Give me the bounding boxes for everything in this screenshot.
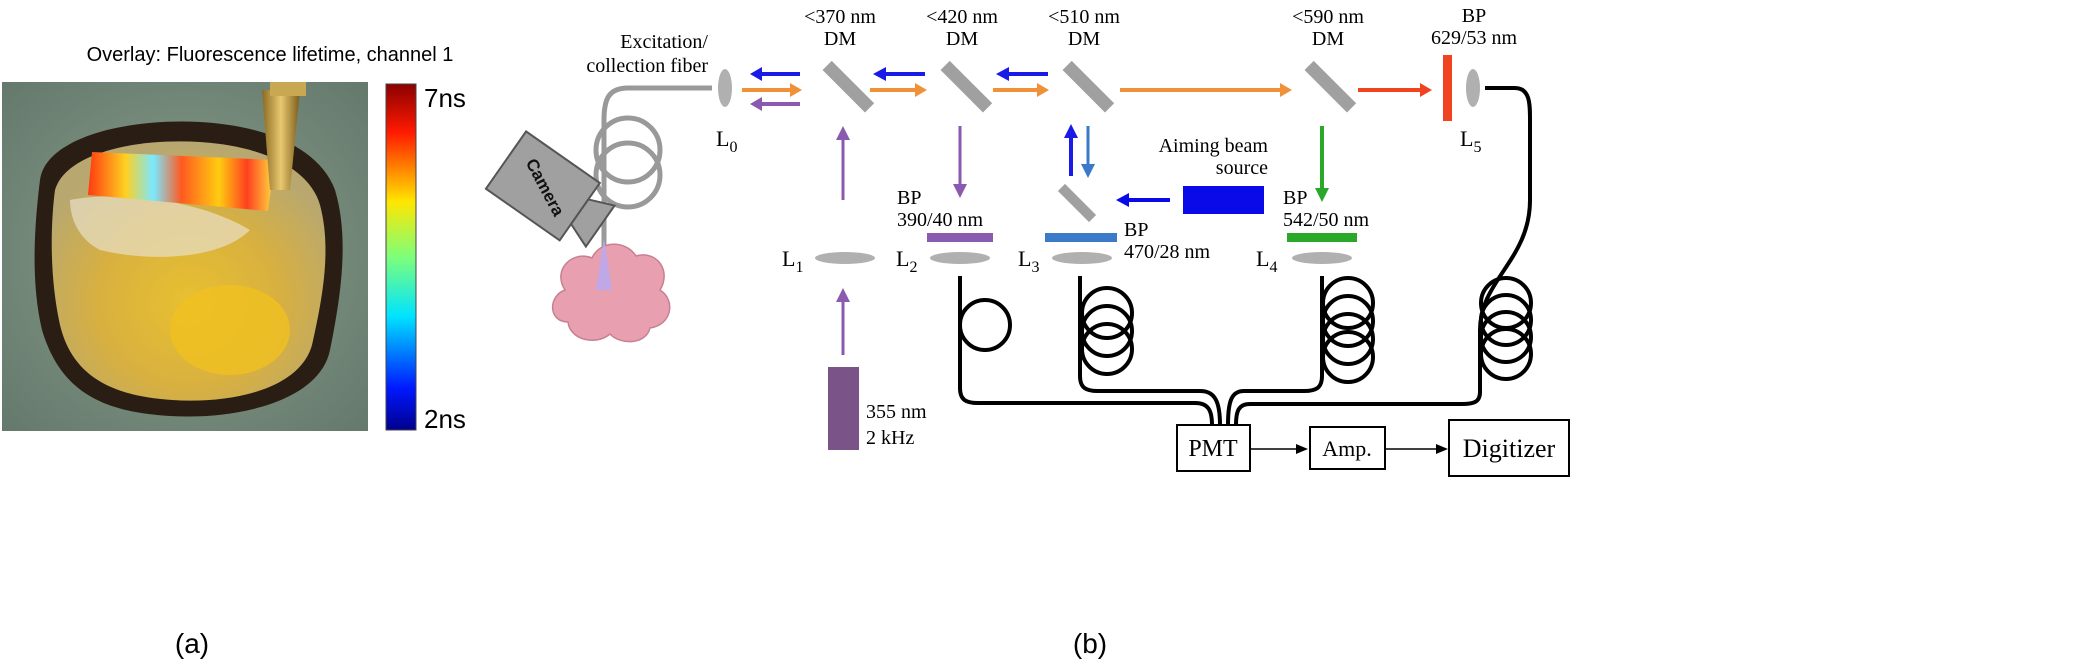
dm510-line1: <510 nm [1048, 6, 1120, 28]
dm370-line1: <370 nm [804, 6, 876, 28]
digitizer-box [1448, 419, 1570, 477]
digitizer-label: Digitizer [1463, 434, 1556, 463]
lens-l1 [815, 252, 875, 264]
dm420-line1: <420 nm [926, 6, 998, 28]
excitation-fiber [601, 85, 712, 252]
dm510-line2: DM [1068, 28, 1100, 50]
bp390-line2: 390/40 nm [897, 209, 984, 231]
lens-l4-label: L4 [1256, 246, 1277, 276]
lens-l0 [718, 69, 732, 107]
lens-l2-label: L2 [896, 246, 917, 276]
bp629-line1: BP [1462, 5, 1486, 27]
fiber-coil-2 [593, 140, 663, 210]
bp542-line1: BP [1283, 187, 1307, 209]
dm-510 [1062, 60, 1115, 113]
bp-542-filter [1287, 233, 1357, 242]
colorbar [385, 83, 417, 431]
lens-l4 [1292, 252, 1352, 264]
bp542-line2: 542/50 nm [1283, 209, 1370, 231]
lens-l5 [1466, 69, 1480, 107]
dm420-line2: DM [946, 28, 978, 50]
bp390-line1: BP [897, 187, 921, 209]
bp629-line2: 629/53 nm [1431, 27, 1518, 49]
aiming-beam-source [1183, 186, 1264, 214]
lens-l3 [1052, 252, 1112, 264]
camera [484, 130, 617, 249]
lens-l1-label: L1 [782, 246, 803, 276]
bp470-line2: 470/28 nm [1124, 241, 1211, 263]
laser-line2: 2 kHz [866, 427, 914, 449]
colorbar-max-label: 7ns [424, 83, 466, 113]
dm-590 [1304, 60, 1357, 113]
bp-470-filter [1045, 233, 1117, 242]
pmt-box [1176, 424, 1251, 472]
lens-l0-label: L0 [716, 126, 737, 156]
dm-370 [822, 60, 875, 113]
aiming-mirror [1057, 183, 1097, 223]
laser-355 [828, 367, 859, 450]
dm590-line2: DM [1312, 28, 1344, 50]
fiber-label-line1: Excitation/ [620, 31, 708, 53]
amp-to-digitizer-arrow [1436, 444, 1448, 454]
pmt-label: PMT [1188, 436, 1238, 462]
amp-label: Amp. [1322, 436, 1372, 461]
pmt-to-amp-arrow [1296, 444, 1308, 454]
fiber-label-line2: collection fiber [586, 55, 708, 77]
colorbar-min-label: 2ns [424, 404, 466, 434]
panel-b-caption: (b) [1073, 628, 1107, 659]
lens-l5-label: L5 [1460, 126, 1481, 156]
laser-line1: 355 nm [866, 401, 927, 423]
dm370-line2: DM [824, 28, 856, 50]
lens-l3-label: L3 [1018, 246, 1039, 276]
panel-a-caption: (a) [175, 628, 209, 659]
panel-a-title: Overlay: Fluorescence lifetime, channel … [87, 44, 454, 66]
fiber-coil-1 [593, 115, 663, 185]
detection-fibers [958, 86, 1533, 426]
bp470-line1: BP [1124, 219, 1148, 241]
lens-l2 [930, 252, 990, 264]
bp-390-filter [927, 233, 993, 242]
dm590-line1: <590 nm [1292, 6, 1364, 28]
amp-box [1309, 426, 1386, 470]
dm-420 [940, 60, 993, 113]
aiming-line2: source [1216, 157, 1268, 179]
sample [551, 238, 671, 343]
beam-arrows [742, 67, 1432, 355]
aiming-line1: Aiming beam [1159, 135, 1269, 157]
probe-tip [262, 90, 300, 190]
tissue-photo [2, 82, 368, 431]
lifetime-overlay-strip [88, 152, 275, 211]
bp-629-filter [1443, 55, 1452, 121]
